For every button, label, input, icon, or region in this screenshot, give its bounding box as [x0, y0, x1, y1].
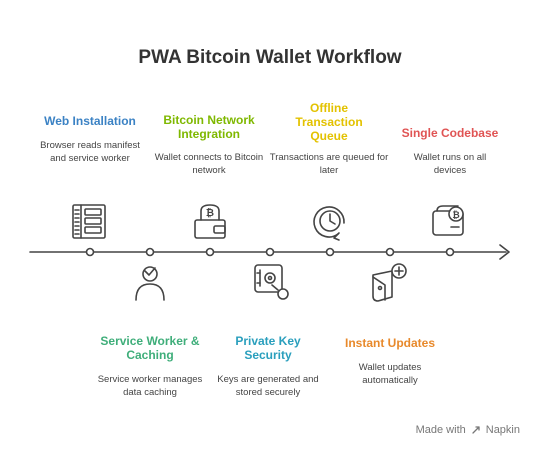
step-service-worker-desc: Service worker manages data caching — [97, 374, 203, 398]
step-web-installation-title: Web Installation — [44, 114, 136, 128]
step-private-key-title: Private Key Security — [235, 334, 301, 362]
svg-text:₿: ₿ — [206, 207, 214, 219]
step-web-installation-desc: Browser reads manifest and service worke… — [40, 140, 140, 164]
browser-layout-icon — [72, 204, 106, 239]
step-offline-queue-desc: Transactions are queued for later — [269, 152, 389, 176]
brand-prefix: Made with — [415, 424, 466, 436]
svg-text:₿: ₿ — [452, 210, 459, 221]
bitcoin-wallet-icon: ₿ — [194, 204, 226, 239]
step-offline-queue-title: Offline Transaction Queue — [295, 101, 363, 143]
napkin-watermark: Made with Napkin — [416, 424, 520, 436]
step-service-worker-title: Service Worker & Caching — [100, 334, 200, 362]
user-check-icon — [135, 266, 165, 301]
timeline-node — [265, 247, 275, 257]
brand-name: Napkin — [485, 424, 520, 436]
timeline-node — [145, 247, 155, 257]
timeline-node — [385, 247, 395, 257]
step-single-codebase-desc: Wallet runs on all devices — [413, 152, 487, 176]
step-instant-updates-desc: Wallet updates automatically — [358, 362, 422, 386]
step-single-codebase-title: Single Codebase — [401, 126, 499, 140]
bitcoin-wallet-card-icon: ₿ — [432, 205, 464, 236]
step-bitcoin-network-title: Bitcoin Network Integration — [163, 113, 255, 141]
wallet-plus-icon — [372, 263, 407, 302]
step-instant-updates-title: Instant Updates — [344, 336, 435, 350]
queue-clock-icon — [313, 206, 345, 241]
napkin-logo-icon — [472, 426, 480, 434]
diagram-title: PWA Bitcoin Wallet Workflow — [138, 47, 402, 68]
timeline-node — [85, 247, 95, 257]
timeline-node — [445, 247, 455, 257]
timeline-node — [325, 247, 335, 257]
safe-key-icon — [254, 264, 289, 300]
step-private-key-desc: Keys are generated and stored securely — [217, 374, 319, 398]
timeline-node — [205, 247, 215, 257]
timeline-arrowhead — [499, 244, 510, 260]
step-bitcoin-network-desc: Wallet connects to Bitcoin network — [154, 152, 264, 176]
